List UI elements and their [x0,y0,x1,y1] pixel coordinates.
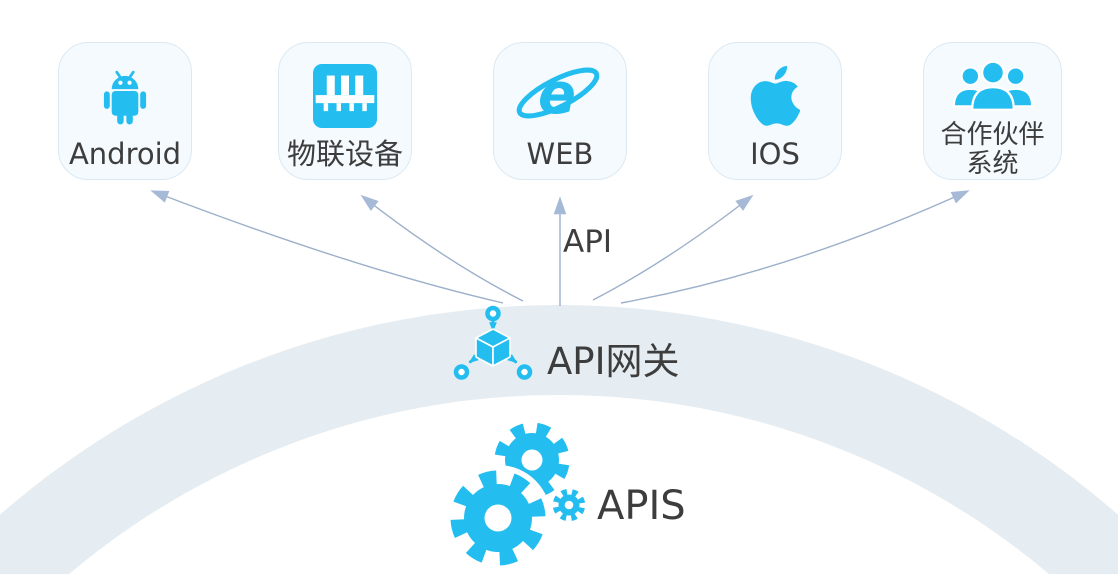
node-label-ios: IOS [750,137,800,171]
node-label-android: Android [68,137,182,171]
arrow-to-ios [592,194,754,301]
apis-label: APIS [597,483,686,529]
api-label: API [563,224,613,260]
apple-icon [750,65,800,126]
node-card-android: Android [58,42,192,180]
node-label-partners: 合作伙伴 系统 [940,119,1045,179]
arrow-to-partners [620,190,970,304]
partners-group-icon [952,60,1033,111]
node-card-web: e WEB [493,42,627,180]
android-robot-icon [103,70,147,125]
gateway-hub-icon [453,305,533,380]
node-label-web: WEB [526,137,594,171]
gear-big [445,465,551,571]
arrow-to-android [150,190,504,304]
gears-icon [445,422,590,571]
arrow-to-iot [360,194,524,302]
iot-device-icon [313,64,377,128]
ie-browser-icon: e [516,62,600,127]
node-card-iot: 物联设备 [278,42,412,180]
node-card-ios: IOS [708,42,842,180]
gateway-label: API网关 [547,340,680,383]
gear-small [548,484,590,526]
node-card-partners: 合作伙伴 系统 [923,42,1062,180]
node-label-iot: 物联设备 [286,137,403,171]
